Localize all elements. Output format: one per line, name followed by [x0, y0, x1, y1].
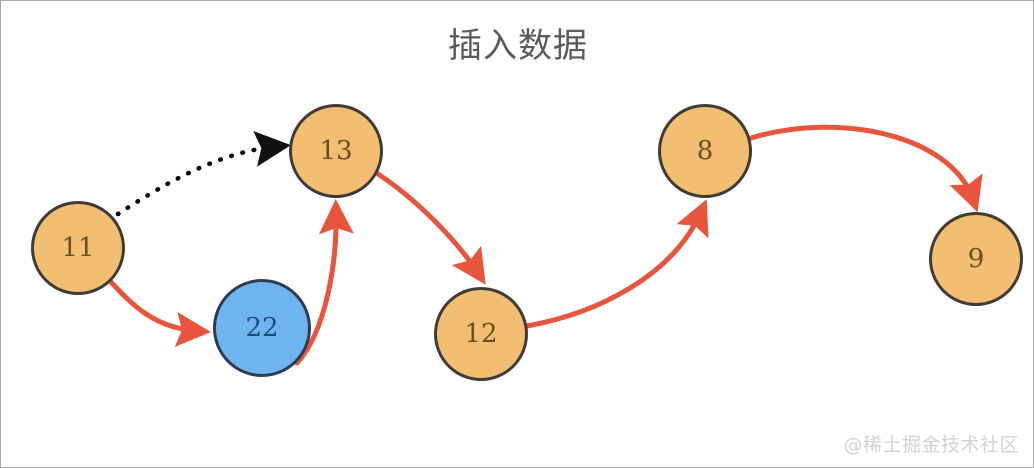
watermark: @稀土掘金技术社区	[843, 434, 1019, 456]
edge-8-to-9	[748, 124, 983, 213]
edge-22-to-13	[294, 199, 354, 366]
node-11[interactable]: 11	[31, 201, 125, 295]
edge-12-to-8	[524, 199, 709, 329]
node-8[interactable]: 8	[658, 104, 752, 198]
page-title: 插入数据	[448, 26, 588, 66]
edge-11-to-13	[115, 130, 291, 217]
node-22[interactable]: 22	[213, 279, 311, 377]
node-8-label: 8	[696, 136, 714, 166]
node-13-label: 13	[319, 136, 353, 166]
node-9-label: 9	[967, 244, 985, 274]
node-11-label: 11	[61, 233, 95, 263]
node-12[interactable]: 12	[434, 287, 528, 381]
edge-13-to-12	[372, 169, 486, 285]
node-13[interactable]: 13	[289, 104, 383, 198]
node-9[interactable]: 9	[929, 212, 1023, 306]
node-22-label: 22	[245, 313, 279, 343]
node-12-label: 12	[464, 319, 498, 349]
edge-11-to-22	[108, 279, 211, 347]
